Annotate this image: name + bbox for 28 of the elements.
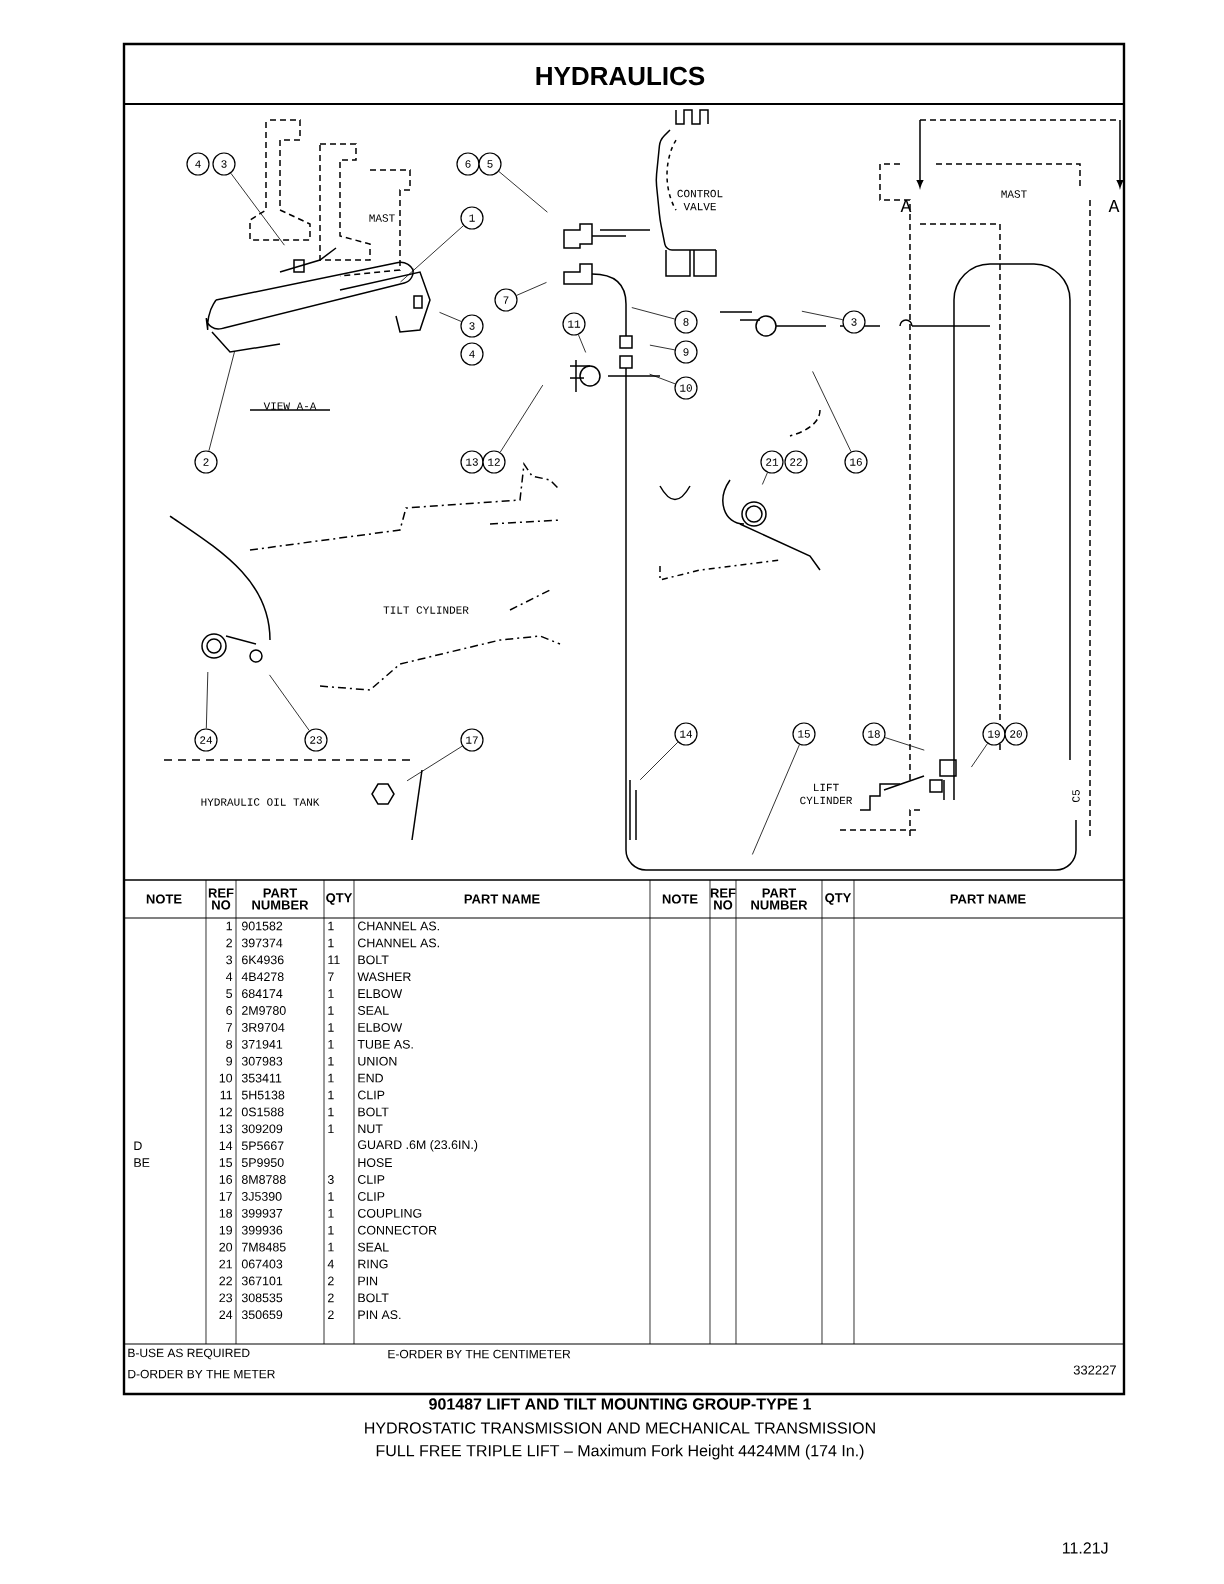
leader-line [208, 351, 235, 452]
leader-line [269, 674, 310, 731]
leader-line [499, 384, 544, 453]
leader-line [439, 311, 462, 322]
leader-line [971, 743, 988, 768]
section-letter: A [900, 200, 912, 212]
leader-line [801, 310, 844, 321]
leader-line [761, 472, 768, 485]
leader-line [649, 344, 675, 351]
leader-line [516, 282, 547, 296]
leader-line [230, 172, 285, 246]
leader-line [406, 745, 463, 782]
leader-line [812, 371, 852, 452]
leader-line [884, 737, 925, 751]
leader-line [498, 171, 548, 213]
caption-line: HYDROSTATIC TRANSMISSION AND MECHANICAL TRANSMISSION [365, 1422, 875, 1434]
leader-line [631, 307, 676, 320]
caption: 901487 LIFT AND TILT MOUNTING GROUP-TYPE 1 [429, 1398, 811, 1410]
leader-line [205, 671, 209, 729]
section-letter: A [1108, 200, 1120, 212]
leader-line [649, 373, 676, 385]
title: HYDRAULICS [536, 66, 705, 86]
leader-line [639, 741, 679, 781]
leader-line [400, 225, 464, 283]
leader-line [751, 744, 800, 855]
leader-line [578, 334, 587, 353]
caption-line: FULL FREE TRIPLE LIFT – Maximum Fork Height 4424MM (174 In.) [376, 1444, 864, 1460]
page-number: 11.21J [1062, 1542, 1108, 1554]
